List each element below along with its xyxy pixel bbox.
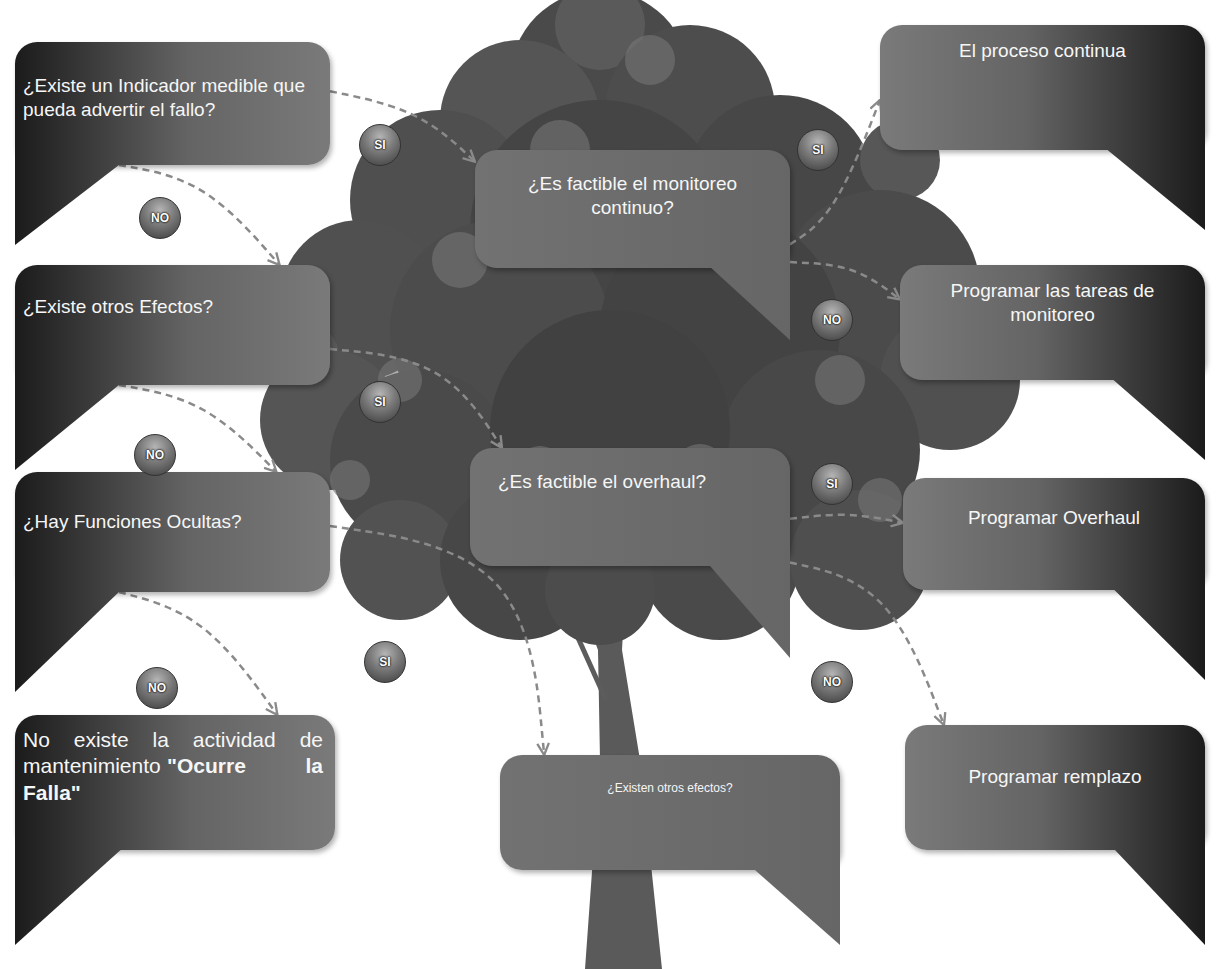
callout-tail-shape xyxy=(1114,350,1206,460)
callout-tail xyxy=(500,840,840,945)
callout-box: Programar Overhaul xyxy=(903,478,1205,590)
callout-text-block: No existe la actividad de mantenimiento"… xyxy=(15,715,335,814)
callout-text-block: ¿Existen otros efectos? xyxy=(500,755,840,804)
callout-box: Programar las tareas de monitoreo xyxy=(900,265,1205,380)
callout-tail-shape xyxy=(711,238,790,340)
edge-label: SI xyxy=(379,655,390,669)
tree-canopy xyxy=(625,35,675,85)
callout-tail-shape xyxy=(1108,120,1206,230)
callout-text-block: ¿Existe un Indicador medible que pueda a… xyxy=(15,42,330,130)
callout-tail-shape xyxy=(15,820,121,945)
callout-tail xyxy=(900,350,1205,460)
dashed-arrow xyxy=(119,592,277,715)
answer-ball: SI xyxy=(359,381,401,423)
dashed-arrow xyxy=(790,262,900,299)
callout-tail xyxy=(905,820,1205,945)
tree-canopy xyxy=(815,355,865,405)
callout-text: ¿Es factible el monitoreo continuo? xyxy=(528,173,737,218)
answer-ball: NO xyxy=(811,299,853,341)
callout-box: ¿Existe otros Efectos? xyxy=(15,265,330,385)
callout-text-block: El proceso continua xyxy=(880,25,1205,71)
answer-ball: SI xyxy=(797,129,839,171)
callout-tail-shape xyxy=(710,536,790,658)
callout-text: El proceso continua xyxy=(959,40,1126,61)
edge-label: SI xyxy=(374,138,385,152)
callout-text-block: ¿Existe otros Efectos? xyxy=(15,265,330,327)
callout-text: ¿Es factible el overhaul? xyxy=(498,471,706,492)
callout-text-block: Programar remplazo xyxy=(905,725,1205,797)
callout-box: ¿Hay Funciones Ocultas? xyxy=(15,472,330,592)
callout-text: ¿Existe un Indicador medible que pueda a… xyxy=(23,75,305,120)
answer-ball: NO xyxy=(134,434,176,476)
dashed-arrow xyxy=(330,91,475,162)
callout-box: ¿Existe un Indicador medible que pueda a… xyxy=(15,42,330,165)
edge-label: NO xyxy=(823,313,841,327)
callout-tail xyxy=(880,120,1205,230)
callout-text: Programar remplazo xyxy=(968,766,1141,787)
callout-tail xyxy=(15,820,335,945)
callout-text: ¿Existe otros Efectos? xyxy=(23,296,213,317)
edge-label: NO xyxy=(146,448,164,462)
callout-tail-shape xyxy=(1114,560,1205,680)
callout-box: ¿Es factible el monitoreo continuo? xyxy=(475,150,790,268)
callout-tail xyxy=(470,536,790,658)
dashed-arrow xyxy=(790,515,903,523)
dashed-arrow xyxy=(790,100,880,244)
callout-text: Programar las tareas de monitoreo xyxy=(951,280,1155,325)
callout-text-block: ¿Es factible el monitoreo continuo? xyxy=(475,150,790,228)
callout-tail-shape xyxy=(15,355,119,470)
callout-box: ¿Existen otros efectos? xyxy=(500,755,840,870)
answer-ball: NO xyxy=(136,667,178,709)
edge-label: SI xyxy=(374,395,385,409)
callout-box: ¿Es factible el overhaul? xyxy=(470,448,790,566)
callout-tail-shape xyxy=(755,840,840,945)
callout-tail xyxy=(903,560,1205,680)
edge-label: NO xyxy=(148,681,166,695)
answer-ball: NO xyxy=(811,661,853,703)
dashed-arrow xyxy=(119,165,280,265)
callout-text-block: ¿Hay Funciones Ocultas? xyxy=(15,472,330,542)
callout-box: El proceso continua xyxy=(880,25,1205,150)
answer-ball: SI xyxy=(364,641,406,683)
edge-label: SI xyxy=(826,477,837,491)
edge-label: SI xyxy=(812,143,823,157)
callout-tail xyxy=(15,562,330,692)
edge-label: NO xyxy=(151,211,169,225)
answer-ball: SI xyxy=(359,124,401,166)
callout-tail-shape xyxy=(15,562,119,692)
dashed-arrow xyxy=(330,349,502,448)
callout-tail-shape xyxy=(15,135,119,245)
callout-box: No existe la actividad de mantenimiento"… xyxy=(15,715,335,850)
callout-text-block: Programar las tareas de monitoreo xyxy=(900,265,1205,335)
answer-ball: NO xyxy=(139,197,181,239)
callout-tail xyxy=(475,238,790,340)
tree-canopy xyxy=(330,460,370,500)
callout-tail-shape xyxy=(1115,820,1205,945)
callout-text-block: ¿Es factible el overhaul? xyxy=(470,448,790,502)
answer-ball: SI xyxy=(811,463,853,505)
callout-text-block: Programar Overhaul xyxy=(903,478,1205,538)
callout-text: Programar Overhaul xyxy=(968,507,1140,528)
callout-box: Programar remplazo xyxy=(905,725,1205,850)
callout-text: ¿Existen otros efectos? xyxy=(607,781,732,795)
callout-text: ¿Hay Funciones Ocultas? xyxy=(23,511,242,532)
edge-label: NO xyxy=(823,675,841,689)
